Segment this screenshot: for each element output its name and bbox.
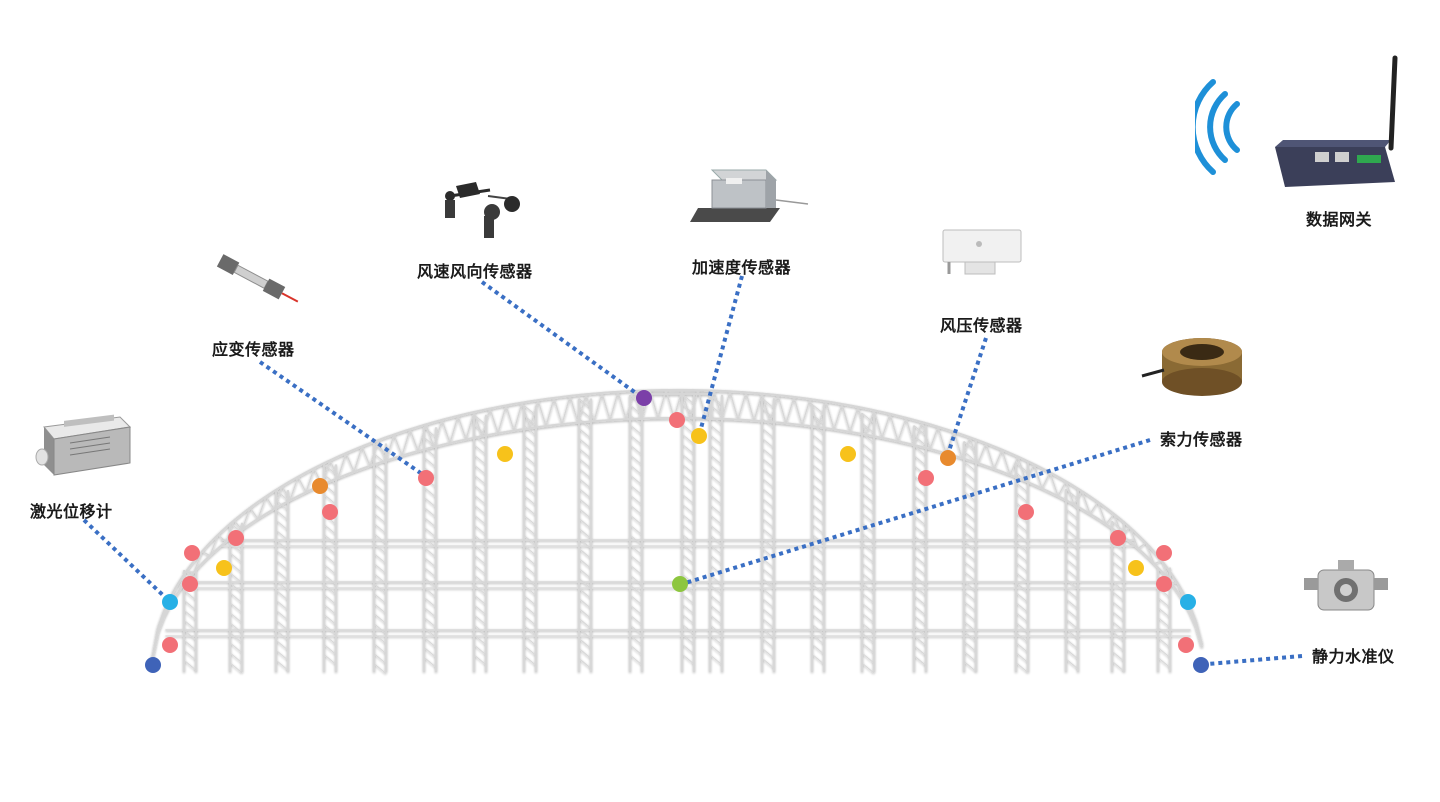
sensor-node-red bbox=[1156, 545, 1172, 561]
leader-wind bbox=[480, 280, 642, 398]
strain-sensor-icon bbox=[216, 254, 299, 303]
wind-pressure-sensor-icon bbox=[942, 229, 1022, 275]
sensor-node-red bbox=[1018, 504, 1034, 520]
label-wind-speed-direction-sensor: 风速风向传感器 bbox=[417, 262, 533, 281]
sensor-nodes bbox=[145, 390, 1209, 673]
label-strain-sensor: 应变传感器 bbox=[212, 340, 295, 359]
label-wind-pressure-sensor: 风压传感器 bbox=[940, 316, 1023, 335]
sensor-node-red bbox=[669, 412, 685, 428]
sensor-node-blue bbox=[145, 657, 161, 673]
sensor-node-red bbox=[918, 470, 934, 486]
sensor-node-purple bbox=[636, 390, 652, 406]
accelerometer-icon bbox=[690, 169, 809, 222]
label-laser-displacement-meter: 激光位移计 bbox=[30, 502, 113, 521]
sensor-node-yellow bbox=[497, 446, 513, 462]
leader-accel bbox=[698, 275, 744, 433]
leader-laser bbox=[82, 518, 170, 602]
sensor-node-cyan bbox=[1180, 594, 1196, 610]
sensor-node-red bbox=[228, 530, 244, 546]
sensor-node-red bbox=[182, 576, 198, 592]
sensor-node-red bbox=[322, 504, 338, 520]
sensor-node-red bbox=[162, 637, 178, 653]
label-data-gateway: 数据网关 bbox=[1306, 210, 1373, 229]
cable-force-sensor-icon bbox=[1141, 338, 1242, 396]
sensor-node-red bbox=[418, 470, 434, 486]
label-accelerometer: 加速度传感器 bbox=[692, 258, 792, 277]
sensor-node-red bbox=[1178, 637, 1194, 653]
sensor-node-orange bbox=[312, 478, 328, 494]
leader-level bbox=[1207, 654, 1303, 666]
leader-cable bbox=[681, 438, 1151, 586]
sensor-node-red bbox=[184, 545, 200, 561]
data-gateway-router-icon bbox=[1195, 55, 1398, 187]
sensor-node-yellow bbox=[1128, 560, 1144, 576]
label-cable-force-sensor: 索力传感器 bbox=[1160, 430, 1243, 449]
anemometer-wind-vane-icon bbox=[445, 182, 520, 238]
sensor-node-green bbox=[672, 576, 688, 592]
leader-lines bbox=[82, 275, 1303, 666]
sensor-node-yellow bbox=[691, 428, 707, 444]
sensor-node-blue bbox=[1193, 657, 1209, 673]
laser-displacement-meter-icon bbox=[35, 414, 132, 476]
sensor-node-red bbox=[1156, 576, 1172, 592]
sensor-node-orange bbox=[940, 450, 956, 466]
hydrostatic-level-icon bbox=[1304, 560, 1388, 611]
label-hydrostatic-level: 静力水准仪 bbox=[1312, 647, 1395, 666]
leader-strain bbox=[258, 360, 424, 476]
sensor-node-yellow bbox=[840, 446, 856, 462]
sensor-node-cyan bbox=[162, 594, 178, 610]
sensor-node-yellow bbox=[216, 560, 232, 576]
sensor-node-red bbox=[1110, 530, 1126, 546]
